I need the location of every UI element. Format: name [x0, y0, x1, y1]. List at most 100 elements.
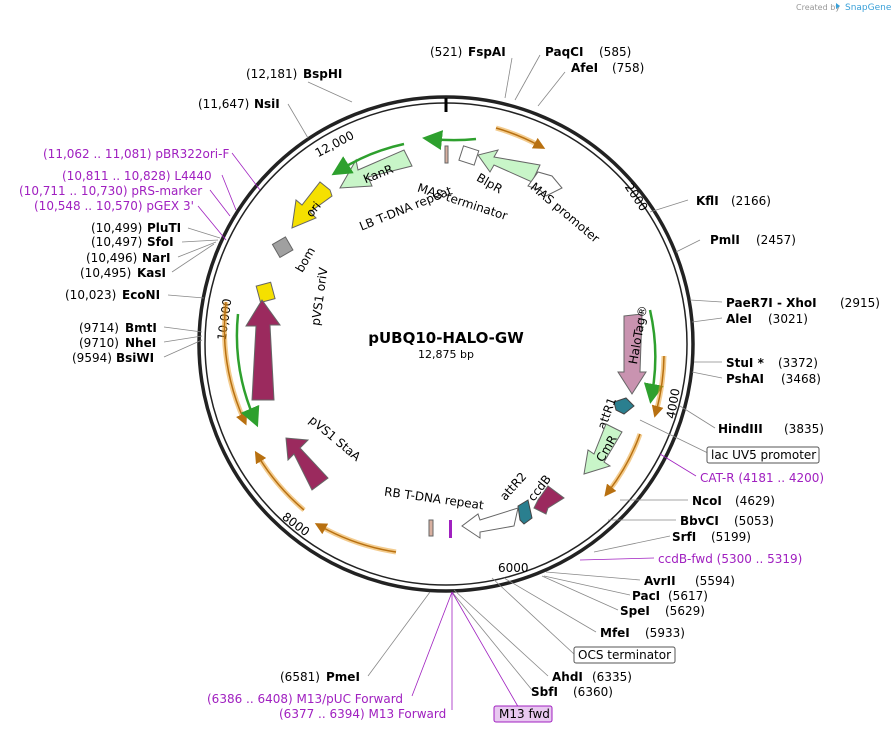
- enzyme-pos-nhei: (9710): [79, 336, 119, 350]
- orf-cmr-orange-line: [604, 433, 641, 497]
- scale-4000: 4000: [664, 387, 683, 420]
- enzyme-pos-ahdi: (6335): [592, 670, 632, 684]
- enzyme-name-bbvci: BbvCI: [680, 514, 719, 528]
- ori-arrow: [291, 181, 333, 229]
- mas-promoter-arrow: [527, 171, 563, 197]
- enzyme-pos-pmli: (2457): [756, 233, 796, 247]
- enzyme-pos-hindiii: (3835): [784, 422, 824, 436]
- enzyme-name-paqci: PaqCI: [545, 45, 583, 59]
- enzyme-pos-bmti: (9714): [79, 321, 119, 335]
- rb-tdna-repeat: [428, 519, 434, 537]
- ccdb-arrow: [533, 485, 565, 515]
- orf-bottomleft-orange-line: [254, 450, 305, 511]
- halotag-arrow: [617, 313, 647, 395]
- orf-bottom-orange-line: [314, 523, 397, 553]
- enzyme-name-fspai: FspAI: [468, 45, 506, 59]
- enzyme-pos-fspai: (521): [430, 45, 462, 59]
- enzyme-name-pshai: PshAI: [726, 372, 764, 386]
- enzyme-name-ncoi: NcoI: [692, 494, 722, 508]
- enzyme-pos-stui: (3372): [778, 356, 818, 370]
- primer-prs-marker: (10,711 .. 10,730) pRS-marker: [19, 184, 202, 198]
- bom-box: [271, 236, 294, 259]
- enzyme-pos-nari: (10,496): [86, 251, 137, 265]
- primer-m13-puc-forward: (6386 .. 6408) M13/pUC Forward: [207, 692, 403, 706]
- enzyme-name-pmli: PmlI: [710, 233, 740, 247]
- enzyme-pos-sfoi: (10,497): [91, 235, 142, 249]
- plasmid-name: pUBQ10-HALO-GW: [368, 329, 524, 347]
- pvs1-staa-label: pVS1 StaA: [306, 413, 364, 465]
- enzyme-name-nari: NarI: [142, 251, 171, 265]
- enzyme-pos-paqci: (585): [599, 45, 631, 59]
- orf-right-green: [643, 309, 664, 404]
- primer-cat-r: CAT-R (4181 .. 4200): [700, 471, 824, 485]
- rb-tdna-label: RB T-DNA repeat: [383, 485, 485, 513]
- created-by-text: Created by: [796, 3, 840, 12]
- enzyme-name-paci: PacI: [632, 589, 660, 603]
- m13-marker: [449, 520, 452, 538]
- pvs1-repa-arrow: [245, 299, 281, 401]
- leader-lines: [163, 54, 723, 711]
- enzyme-name-mfei: MfeI: [600, 626, 630, 640]
- enzyme-pos-pluti: (10,499): [91, 221, 142, 235]
- primer-pbr322ori-f: (11,062 .. 11,081) pBR322ori-F: [43, 147, 229, 161]
- enzyme-pos-srfi: (5199): [711, 530, 751, 544]
- enzyme-pos-kasi: (10,495): [80, 266, 131, 280]
- primer-m13-fwd: M13 fwd: [499, 707, 550, 721]
- lac-uv5-box: [706, 446, 820, 464]
- orf-kanr-green: [331, 142, 405, 176]
- pvs1-oriv-label: pVS1 oriV: [309, 266, 331, 327]
- enzyme-pos-nsii: (11,647): [198, 97, 249, 111]
- enzyme-name-pmei: PmeI: [326, 670, 360, 684]
- enzyme-name-ahdi: AhdI: [552, 670, 583, 684]
- pvs1-oriv-box: [255, 281, 276, 304]
- orf-bottom-orange: [318, 523, 397, 555]
- bom-label: bom: [293, 245, 318, 275]
- enzyme-pos-ncoi: (4629): [735, 494, 775, 508]
- enzyme-name-kasi: KasI: [137, 266, 166, 280]
- enzyme-labels: (521) FspAI PaqCI (585) AfeI (758) KflI …: [65, 45, 880, 699]
- kanr-label: KanR: [361, 162, 395, 187]
- enzyme-pos-afei: (758): [612, 61, 644, 75]
- enzyme-pos-bsiwi: (9594): [72, 351, 112, 365]
- lb-tdna-repeat: [444, 145, 449, 164]
- enzyme-name-stui: StuI *: [726, 356, 765, 370]
- ocs-terminator-box: [573, 646, 676, 664]
- lac-uv5-label: lac UV5 promoter: [711, 448, 816, 462]
- enzyme-name-srfi: SrfI: [672, 530, 696, 544]
- boxed-features: lac UV5 promoter OCS terminator: [573, 446, 820, 664]
- enzyme-pos-sbfi: (6360): [573, 685, 613, 699]
- mas-promoter-label: MAS promoter: [528, 180, 603, 246]
- enzyme-name-avrii: AvrII: [644, 574, 676, 588]
- enzyme-pos-econi: (10,023): [65, 288, 116, 302]
- enzyme-pos-bbvci: (5053): [734, 514, 774, 528]
- pvs1-repa-label: pVS1 RepA: [291, 301, 305, 368]
- enzyme-name-pluti: PluTI: [147, 221, 181, 235]
- enzyme-name-alei: AleI: [726, 312, 752, 326]
- enzyme-pos-paci: (5617): [668, 589, 708, 603]
- orf-right-orange: [653, 355, 667, 413]
- m13-fwd-box: [493, 705, 553, 723]
- primer-m13-forward: (6377 .. 6394) M13 Forward: [279, 707, 446, 721]
- enzyme-name-spei: SpeI: [620, 604, 650, 618]
- backbone-outer: [197, 95, 695, 593]
- plasmid-size: 12,875 bp: [418, 348, 474, 361]
- enzyme-pos-spei: (5629): [665, 604, 705, 618]
- orf-top-green: [422, 130, 477, 151]
- brand-text: SnapGene: [845, 3, 892, 13]
- pvs1-staa-arrow: [285, 437, 329, 491]
- enzyme-pos-avrii: (5594): [695, 574, 735, 588]
- orf-left-orange-line: [223, 301, 248, 426]
- attr2-arrow: [517, 499, 533, 525]
- enzyme-name-hindiii: HindIII: [718, 422, 763, 436]
- enzyme-pos-alei: (3021): [768, 312, 808, 326]
- primer-l4440: (10,811 .. 10,828) L4440: [62, 169, 212, 183]
- enzyme-name-paer7i-xhoi: PaeR7I - XhoI: [726, 296, 817, 310]
- enzyme-name-bsphi: BspHI: [303, 67, 342, 81]
- blpr-arrow: [477, 149, 541, 183]
- enzyme-name-sfoi: SfoI: [147, 235, 174, 249]
- blpr-label: BlpR: [474, 170, 505, 196]
- orf-top-orange-line: [495, 127, 546, 149]
- snapgene-logo-icon: [836, 3, 840, 9]
- enzyme-name-nsii: NsiI: [254, 97, 280, 111]
